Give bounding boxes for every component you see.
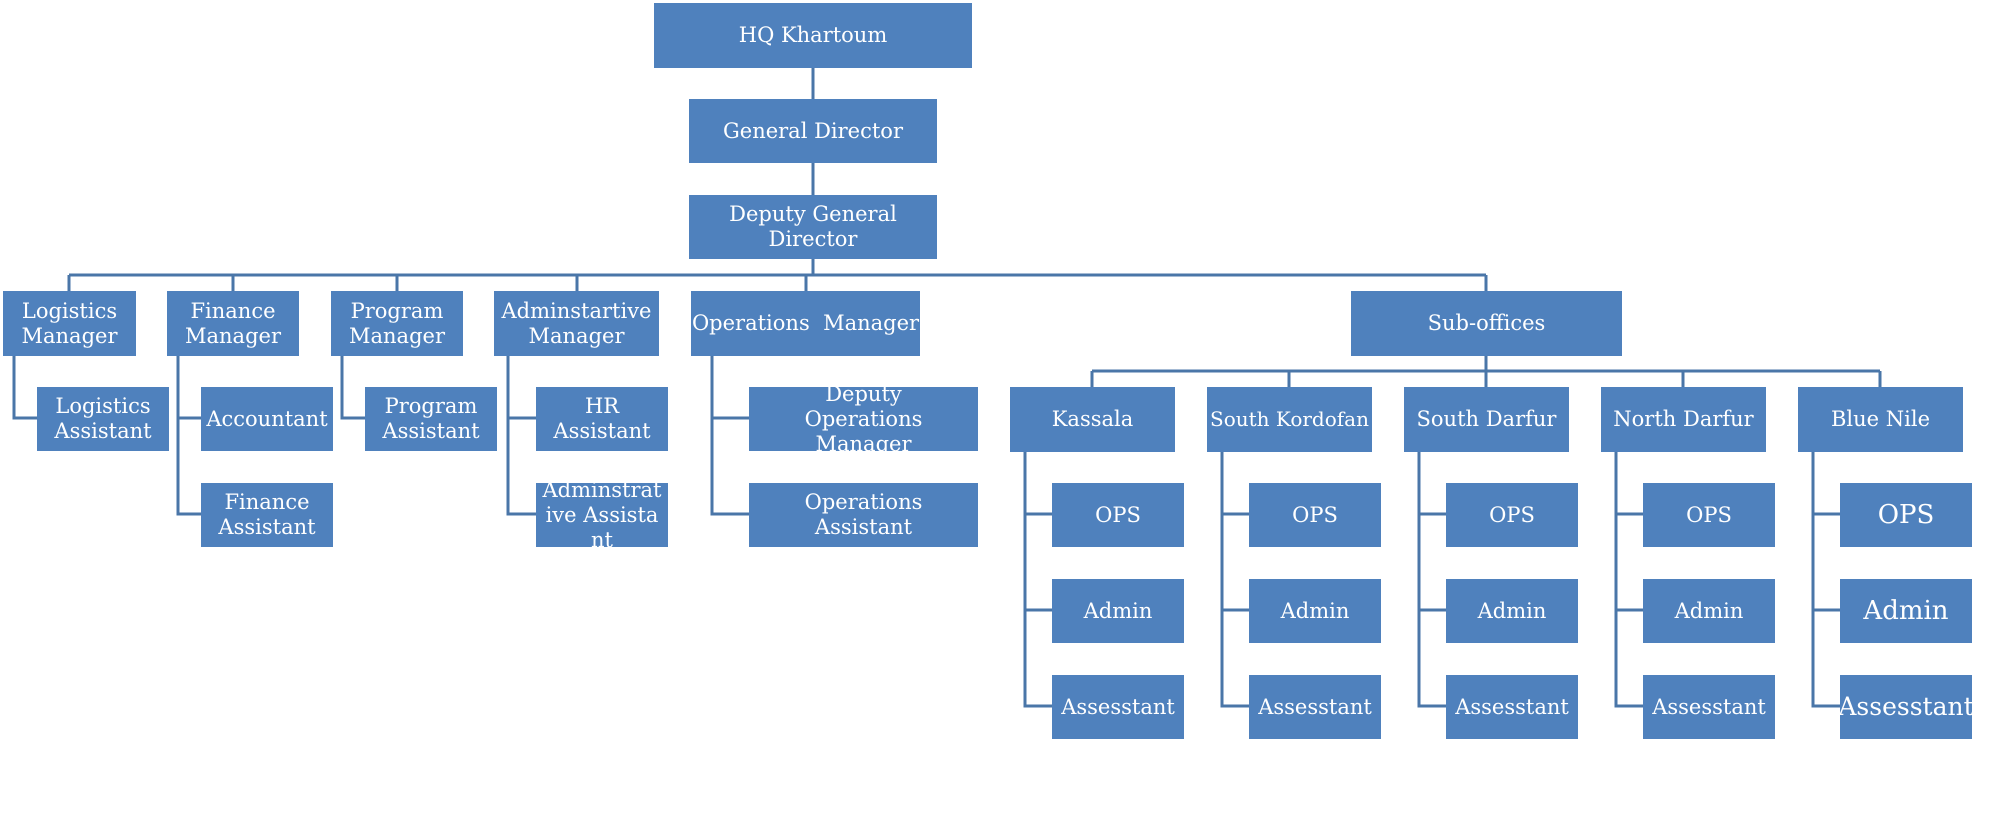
node-label: Finance Manager: [185, 298, 281, 348]
node-sub-offices: Sub-offices: [1351, 291, 1622, 356]
connector-suboffices-bus: [1090, 356, 1882, 387]
node-logistics-manager: Logistics Manager: [3, 291, 136, 356]
connector-sdarfur-staff: [1417, 452, 1446, 708]
connector-bluenile-staff: [1811, 452, 1840, 708]
connector-main-bus: [69, 259, 1486, 277]
node-label: Program Manager: [349, 298, 445, 348]
node-label: Admin: [1477, 598, 1547, 623]
node-general-director: General Director: [689, 99, 937, 163]
node-sdarfur-assesstant: Assesstant: [1446, 675, 1578, 739]
connector-kassala-staff: [1023, 452, 1052, 708]
node-sdarfur-admin: Admin: [1446, 579, 1578, 643]
node-skordofan-admin: Admin: [1249, 579, 1381, 643]
node-label: Admin: [1280, 598, 1350, 623]
node-label: Logistics Manager: [21, 298, 118, 348]
node-label: Deputy General Director: [729, 202, 897, 251]
node-label: Admin: [1083, 598, 1153, 623]
node-label: Finance Assistant: [218, 490, 316, 539]
node-label: OPS: [1877, 500, 1935, 530]
node-sdarfur-ops: OPS: [1446, 483, 1578, 547]
node-label: North Darfur: [1613, 407, 1754, 431]
node-label: OPS: [1095, 502, 1141, 527]
node-label: Assesstant: [1840, 692, 1972, 721]
node-label: Operations Manager: [691, 311, 920, 335]
node-deputy-general-director: Deputy General Director: [689, 195, 937, 259]
node-label: Adminstrative Assistant: [542, 483, 662, 547]
node-logistics-assistant: Logistics Assistant: [37, 387, 169, 451]
connector-skordofan-staff: [1220, 452, 1249, 708]
node-deputy-operations-manager: Deputy Operations Manager: [749, 387, 978, 451]
connector-bus-drops: [67, 275, 1488, 291]
connector-ndarfur-staff: [1614, 452, 1643, 708]
node-label: OPS: [1686, 502, 1732, 527]
node-office-north-darfur: North Darfur: [1601, 387, 1766, 452]
node-label: Admin: [1863, 596, 1949, 626]
connector-operations-staff: [710, 356, 749, 516]
node-adminstrative-assistant: Adminstrative Assistant: [536, 483, 668, 547]
node-label: Assesstant: [1061, 694, 1175, 719]
node-label: Kassala: [1051, 407, 1134, 431]
node-office-south-kordofan: South Kordofan: [1207, 387, 1372, 452]
node-label: South Darfur: [1416, 407, 1557, 431]
node-operations-manager: Operations Manager: [691, 291, 920, 356]
node-finance-manager: Finance Manager: [167, 291, 299, 356]
node-bluenile-assesstant: Assesstant: [1840, 675, 1972, 739]
node-label: HQ Khartoum: [738, 23, 888, 47]
node-label: Assesstant: [1652, 694, 1766, 719]
node-office-kassala: Kassala: [1010, 387, 1175, 452]
node-accountant: Accountant: [201, 387, 333, 451]
node-label: Operations Assistant: [804, 490, 923, 539]
node-bluenile-admin: Admin: [1840, 579, 1972, 643]
node-ndarfur-ops: OPS: [1643, 483, 1775, 547]
node-label: OPS: [1489, 502, 1535, 527]
node-label: Sub-offices: [1427, 311, 1546, 335]
node-label: South Kordofan: [1210, 407, 1369, 431]
node-label: Accountant: [206, 406, 328, 431]
node-label: Assesstant: [1258, 694, 1372, 719]
node-hq-khartoum: HQ Khartoum: [654, 3, 972, 68]
node-bluenile-ops: OPS: [1840, 483, 1972, 547]
node-office-blue-nile: Blue Nile: [1798, 387, 1963, 452]
node-kassala-admin: Admin: [1052, 579, 1184, 643]
node-label: Program Assistant: [382, 394, 480, 443]
connector-admin-staff: [506, 356, 536, 516]
node-kassala-assesstant: Assesstant: [1052, 675, 1184, 739]
connector-finance-staff: [176, 356, 201, 516]
node-skordofan-assesstant: Assesstant: [1249, 675, 1381, 739]
connector-logistics-staff: [12, 356, 37, 420]
node-label: Deputy Operations Manager: [804, 387, 923, 451]
node-admin-manager: Adminstartive Manager: [494, 291, 659, 356]
node-kassala-ops: OPS: [1052, 483, 1184, 547]
node-operations-assistant: Operations Assistant: [749, 483, 978, 547]
node-label: General Director: [722, 118, 903, 143]
node-label: Logistics Assistant: [54, 394, 152, 443]
node-finance-assistant: Finance Assistant: [201, 483, 333, 547]
node-hr-assistant: HR Assistant: [536, 387, 668, 451]
node-label: Admin: [1674, 598, 1744, 623]
node-skordofan-ops: OPS: [1249, 483, 1381, 547]
node-ndarfur-assesstant: Assesstant: [1643, 675, 1775, 739]
node-label: OPS: [1292, 502, 1338, 527]
node-label: Assesstant: [1455, 694, 1569, 719]
node-label: Blue Nile: [1830, 407, 1930, 431]
node-program-manager: Program Manager: [331, 291, 463, 356]
connector-program-staff: [340, 356, 365, 420]
node-label: HR Assistant: [553, 394, 651, 443]
node-program-assistant: Program Assistant: [365, 387, 497, 451]
node-label: Adminstartive Manager: [501, 298, 652, 348]
node-ndarfur-admin: Admin: [1643, 579, 1775, 643]
node-office-south-darfur: South Darfur: [1404, 387, 1569, 452]
